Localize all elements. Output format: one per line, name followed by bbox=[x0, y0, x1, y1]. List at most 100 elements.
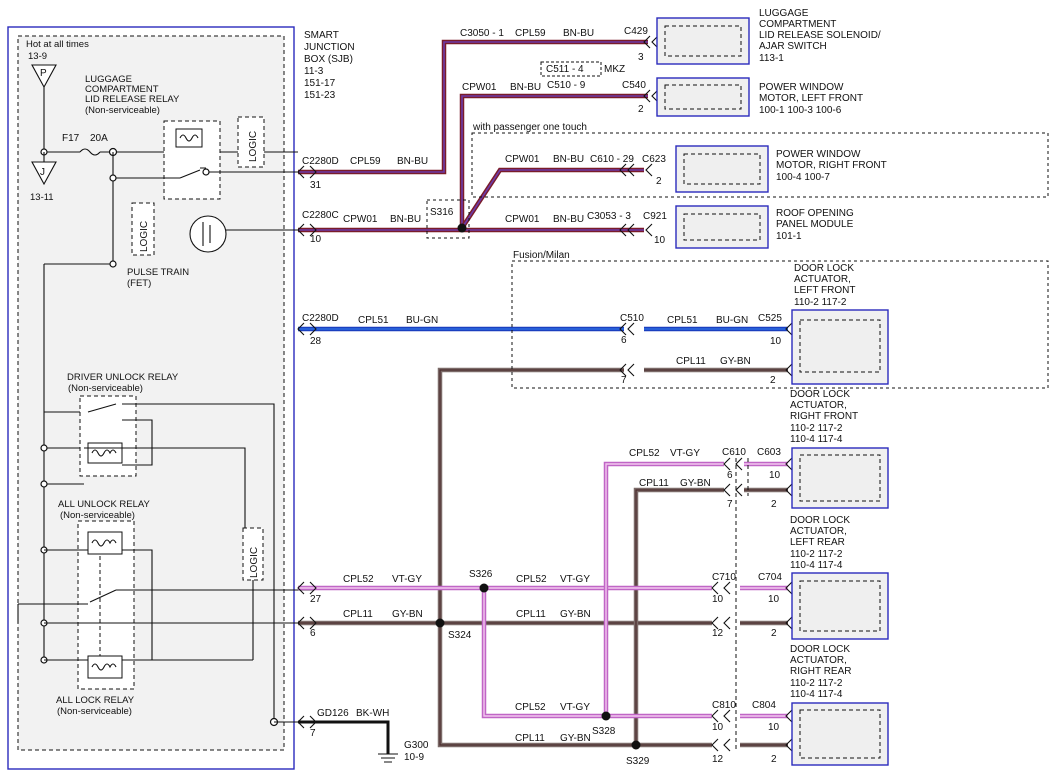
svg-text:C3050 - 1: C3050 - 1 bbox=[460, 28, 504, 39]
svg-text:10: 10 bbox=[768, 722, 780, 733]
svg-text:C429: C429 bbox=[624, 26, 648, 37]
svg-text:BU-GN: BU-GN bbox=[406, 315, 438, 326]
svg-text:12: 12 bbox=[712, 754, 724, 765]
svg-text:2: 2 bbox=[638, 104, 644, 115]
svg-text:11-3: 11-3 bbox=[304, 66, 324, 77]
svg-text:C511 - 4: C511 - 4 bbox=[546, 64, 584, 75]
splice-s324 bbox=[435, 618, 445, 628]
logic-box-1: LOGIC bbox=[237, 116, 265, 168]
svg-text:CPL11: CPL11 bbox=[639, 478, 669, 489]
svg-text:110-2 117-2: 110-2 117-2 bbox=[790, 549, 843, 560]
svg-text:G300: G300 bbox=[404, 740, 429, 751]
svg-text:ALL UNLOCK RELAY: ALL UNLOCK RELAY bbox=[58, 499, 151, 510]
svg-text:COMPARTMENT: COMPARTMENT bbox=[85, 84, 159, 95]
wire-gd126 bbox=[298, 720, 398, 763]
svg-text:LUGGAGE: LUGGAGE bbox=[759, 8, 809, 19]
svg-text:CPL52: CPL52 bbox=[515, 702, 546, 713]
svg-text:113-1: 113-1 bbox=[759, 53, 784, 64]
svg-text:110-4 117-4: 110-4 117-4 bbox=[790, 560, 843, 571]
splice-s326 bbox=[479, 583, 489, 593]
svg-text:31: 31 bbox=[310, 180, 322, 191]
svg-text:S328: S328 bbox=[592, 726, 616, 737]
svg-text:10: 10 bbox=[654, 235, 666, 246]
power-window-left-component: POWER WINDOW MOTOR, LEFT FRONT 100-1 100… bbox=[656, 77, 863, 117]
svg-text:2: 2 bbox=[770, 375, 776, 386]
svg-text:DOOR LOCK: DOOR LOCK bbox=[790, 389, 850, 400]
logic-box-2: LOGIC bbox=[131, 202, 155, 256]
connector-dashes bbox=[735, 458, 749, 750]
door-lock-left-rear-component: DOOR LOCK ACTUATOR, LEFT REAR 110-2 117-… bbox=[790, 515, 889, 640]
svg-text:10-9: 10-9 bbox=[404, 752, 424, 763]
pulse-train-label: PULSE TRAIN bbox=[127, 267, 189, 278]
svg-text:110-2 117-2: 110-2 117-2 bbox=[794, 297, 847, 308]
svg-text:6: 6 bbox=[621, 335, 627, 346]
svg-text:C921: C921 bbox=[643, 211, 667, 222]
splice-ref: 13-11 bbox=[30, 192, 54, 203]
svg-text:CPL11: CPL11 bbox=[676, 356, 706, 367]
svg-text:2: 2 bbox=[771, 499, 777, 510]
svg-text:BN-BU: BN-BU bbox=[390, 214, 421, 225]
svg-text:C810: C810 bbox=[712, 700, 736, 711]
svg-text:J: J bbox=[40, 167, 45, 178]
door-lock-right-front-component: DOOR LOCK ACTUATOR, RIGHT FRONT 110-2 11… bbox=[790, 389, 889, 509]
svg-text:10: 10 bbox=[712, 594, 724, 605]
svg-text:DOOR LOCK: DOOR LOCK bbox=[794, 263, 854, 274]
svg-text:ACTUATOR,: ACTUATOR, bbox=[794, 274, 851, 285]
svg-text:RIGHT REAR: RIGHT REAR bbox=[790, 666, 852, 677]
svg-text:with passenger one touch: with passenger one touch bbox=[472, 122, 587, 133]
option-region-passenger: with passenger one touch bbox=[471, 122, 1049, 198]
hot-label: Hot at all times bbox=[26, 39, 89, 50]
svg-text:7: 7 bbox=[727, 499, 733, 510]
connector-arrows bbox=[297, 35, 793, 752]
svg-text:AJAR SWITCH: AJAR SWITCH bbox=[759, 41, 827, 52]
power-input-icon: P bbox=[31, 64, 57, 89]
pulse-train-sub: (FET) bbox=[127, 278, 151, 289]
svg-text:110-4 117-4: 110-4 117-4 bbox=[790, 434, 843, 445]
svg-text:(Non-serviceable): (Non-serviceable) bbox=[85, 105, 160, 116]
svg-text:POWER WINDOW: POWER WINDOW bbox=[759, 82, 844, 93]
svg-text:10: 10 bbox=[768, 594, 780, 605]
svg-text:ACTUATOR,: ACTUATOR, bbox=[790, 655, 847, 666]
svg-text:101-1: 101-1 bbox=[776, 231, 802, 242]
svg-text:COMPARTMENT: COMPARTMENT bbox=[759, 19, 836, 30]
fet-icon bbox=[189, 215, 298, 253]
roof-panel-component: ROOF OPENING PANEL MODULE 101-1 bbox=[675, 205, 854, 249]
svg-text:10: 10 bbox=[770, 336, 782, 347]
svg-text:(Non-serviceable): (Non-serviceable) bbox=[57, 706, 132, 717]
svg-text:C510 - 9: C510 - 9 bbox=[547, 80, 586, 91]
svg-text:(Non-serviceable): (Non-serviceable) bbox=[60, 510, 135, 521]
svg-text:BN-BU: BN-BU bbox=[553, 154, 584, 165]
door-lock-left-front-component: DOOR LOCK ACTUATOR, LEFT FRONT 110-2 117… bbox=[791, 263, 889, 385]
svg-text:C3053 - 3: C3053 - 3 bbox=[587, 211, 631, 222]
svg-text:MOTOR, RIGHT FRONT: MOTOR, RIGHT FRONT bbox=[776, 160, 887, 171]
svg-text:LOGIC: LOGIC bbox=[249, 547, 260, 578]
door-lock-right-rear-component: DOOR LOCK ACTUATOR, RIGHT REAR 110-2 117… bbox=[790, 644, 889, 766]
wire-cpl59 bbox=[298, 39, 648, 175]
svg-text:110-2 117-2: 110-2 117-2 bbox=[790, 423, 843, 434]
fuse-amps: 20A bbox=[90, 133, 108, 144]
svg-text:LOGIC: LOGIC bbox=[139, 221, 150, 252]
option-region-fusion: Fusion/Milan bbox=[511, 250, 1049, 389]
svg-text:CPL59: CPL59 bbox=[515, 28, 546, 39]
svg-text:VT-GY: VT-GY bbox=[560, 574, 590, 585]
svg-text:RIGHT FRONT: RIGHT FRONT bbox=[790, 411, 858, 422]
svg-text:C610: C610 bbox=[722, 447, 746, 458]
svg-text:LID RELEASE SOLENOID/: LID RELEASE SOLENOID/ bbox=[759, 30, 881, 41]
svg-text:10: 10 bbox=[769, 470, 781, 481]
svg-text:C603: C603 bbox=[757, 447, 781, 458]
svg-text:C610 - 29: C610 - 29 bbox=[590, 154, 634, 165]
svg-text:S324: S324 bbox=[448, 630, 472, 641]
svg-text:CPL51: CPL51 bbox=[667, 315, 698, 326]
svg-text:P: P bbox=[40, 68, 47, 79]
splice-s328 bbox=[601, 711, 611, 721]
svg-text:S329: S329 bbox=[626, 756, 650, 767]
svg-text:CPL11: CPL11 bbox=[343, 609, 373, 620]
svg-text:DRIVER UNLOCK RELAY: DRIVER UNLOCK RELAY bbox=[67, 372, 179, 383]
wire-cpl52 bbox=[298, 461, 788, 719]
svg-text:VT-GY: VT-GY bbox=[670, 448, 700, 459]
svg-text:10: 10 bbox=[712, 722, 724, 733]
svg-text:GY-BN: GY-BN bbox=[720, 356, 751, 367]
svg-text:BOX (SJB): BOX (SJB) bbox=[304, 54, 353, 65]
svg-text:6: 6 bbox=[727, 470, 733, 481]
